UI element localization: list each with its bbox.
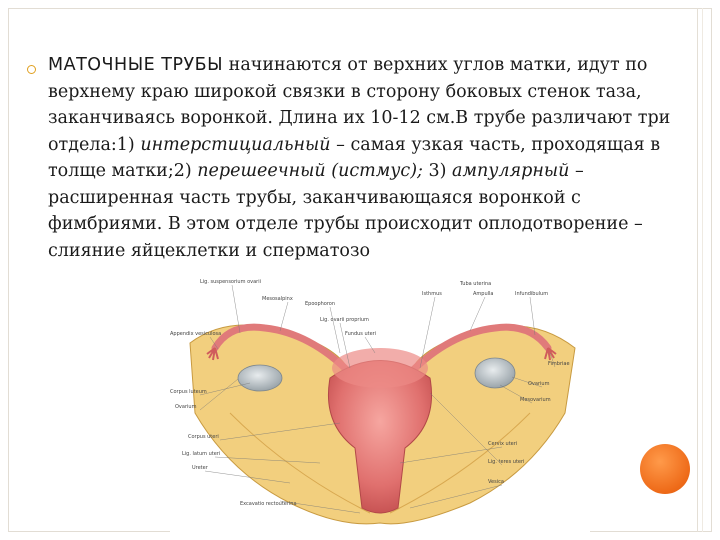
label-lig-latum: Lig. latum uteri [182, 451, 220, 457]
paragraph-text-2: – самая узкая часть, проходящая в толще … [48, 134, 661, 182]
label-epoophoron: Epoophoron [305, 301, 335, 307]
label-lig-teres: Lig. teres uteri [488, 459, 524, 465]
label-lig-suspensorium-left: Lig. suspensorium ovarii [200, 279, 261, 285]
label-isthmus: Isthmus [422, 291, 442, 297]
paragraph-text-4: – расширенная часть трубы, заканчивающая… [48, 161, 643, 261]
uterus-anatomy-figure: Lig. suspensorium ovarii Mesosalpinx Epo… [170, 273, 590, 535]
uterus-anatomy-illustration: Lig. suspensorium ovarii Mesosalpinx Epo… [170, 279, 576, 525]
label-corpus-uteri: Corpus uteri [188, 434, 219, 440]
label-vesica: Vesica [488, 479, 504, 485]
right-border-line-2 [702, 8, 703, 532]
ring-bullet-icon [27, 65, 36, 74]
label-fundus-uteri: Fundus uteri [345, 331, 376, 337]
label-ampulla: Ampulla [473, 291, 493, 297]
label-mesovarium: Mesovarium [520, 397, 551, 403]
term-isthmus: перешеечный (истмус); [197, 161, 423, 181]
label-mesosalpinx: Mesosalpinx [262, 296, 293, 302]
label-ureter: Ureter [192, 465, 209, 471]
label-infundibulum: Infundibulum [515, 291, 548, 297]
orange-circle-decoration [640, 444, 690, 494]
label-fimbriae: Fimbriae [548, 361, 570, 367]
paragraph-lead: МАТОЧНЫЕ ТРУБЫ [48, 55, 224, 75]
label-corpus-luteum: Corpus luteum [170, 389, 207, 395]
term-interstitial: интерстициальный [140, 134, 331, 155]
paragraph-text-1: начинаются от верхних углов матки, идут … [48, 55, 671, 155]
paragraph-text-3: 3) [422, 161, 453, 181]
label-ovarium-right: Ovarium [528, 381, 550, 387]
label-appendix-vesiculosa: Appendix vesiculosa [170, 331, 221, 337]
slide-paragraph: МАТОЧНЫЕ ТРУБЫ начинаются от верхних угл… [48, 52, 693, 264]
label-excavatio: Excavatio rectouterina [240, 501, 297, 507]
label-ovarium-left: Ovarium [175, 404, 197, 410]
label-lig-ovarii-proprium: Lig. ovarii proprium [320, 317, 369, 323]
label-cervix-uteri: Cervix uteri [488, 441, 517, 447]
label-tuba-uterina: Tuba uterina [459, 281, 491, 287]
right-border-line [697, 8, 698, 532]
term-ampullary: ампулярный [452, 161, 570, 181]
